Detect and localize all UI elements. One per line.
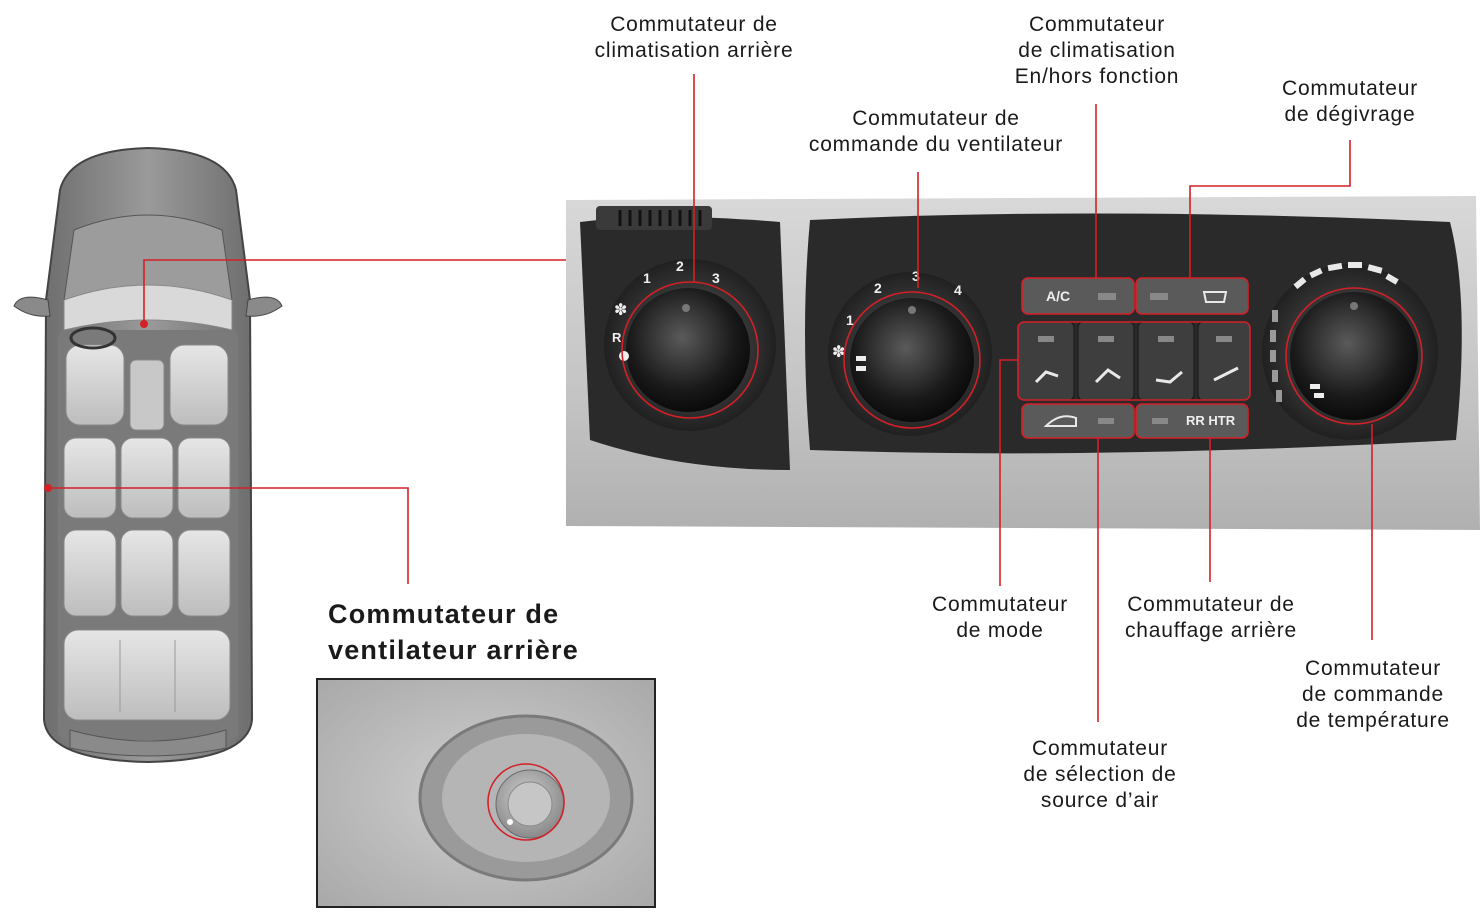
label-defrost: Commutateur de dégivrage: [1281, 77, 1418, 126]
rear-fan-photo: [316, 678, 656, 908]
label-temperature: Commutateur de commande de température: [1296, 657, 1450, 732]
label-rear-ac: Commutateur de climatisation arrière: [594, 13, 794, 62]
label-ac-onoff: Commutateur de climatisation En/hors fon…: [1014, 13, 1180, 88]
label-air-source: Commutateur de sélection de source d’air: [1023, 737, 1177, 812]
label-mode: Commutateur de mode: [931, 593, 1068, 642]
rear-fan-title: Commutateur de ventilateur arrière: [328, 599, 579, 665]
label-rear-heater: Commutateur de chauffage arrière: [1125, 593, 1297, 642]
rear-fan-photo-graphic: [318, 680, 654, 906]
label-fan-control: Commutateur de commande du ventilateur: [808, 107, 1064, 156]
